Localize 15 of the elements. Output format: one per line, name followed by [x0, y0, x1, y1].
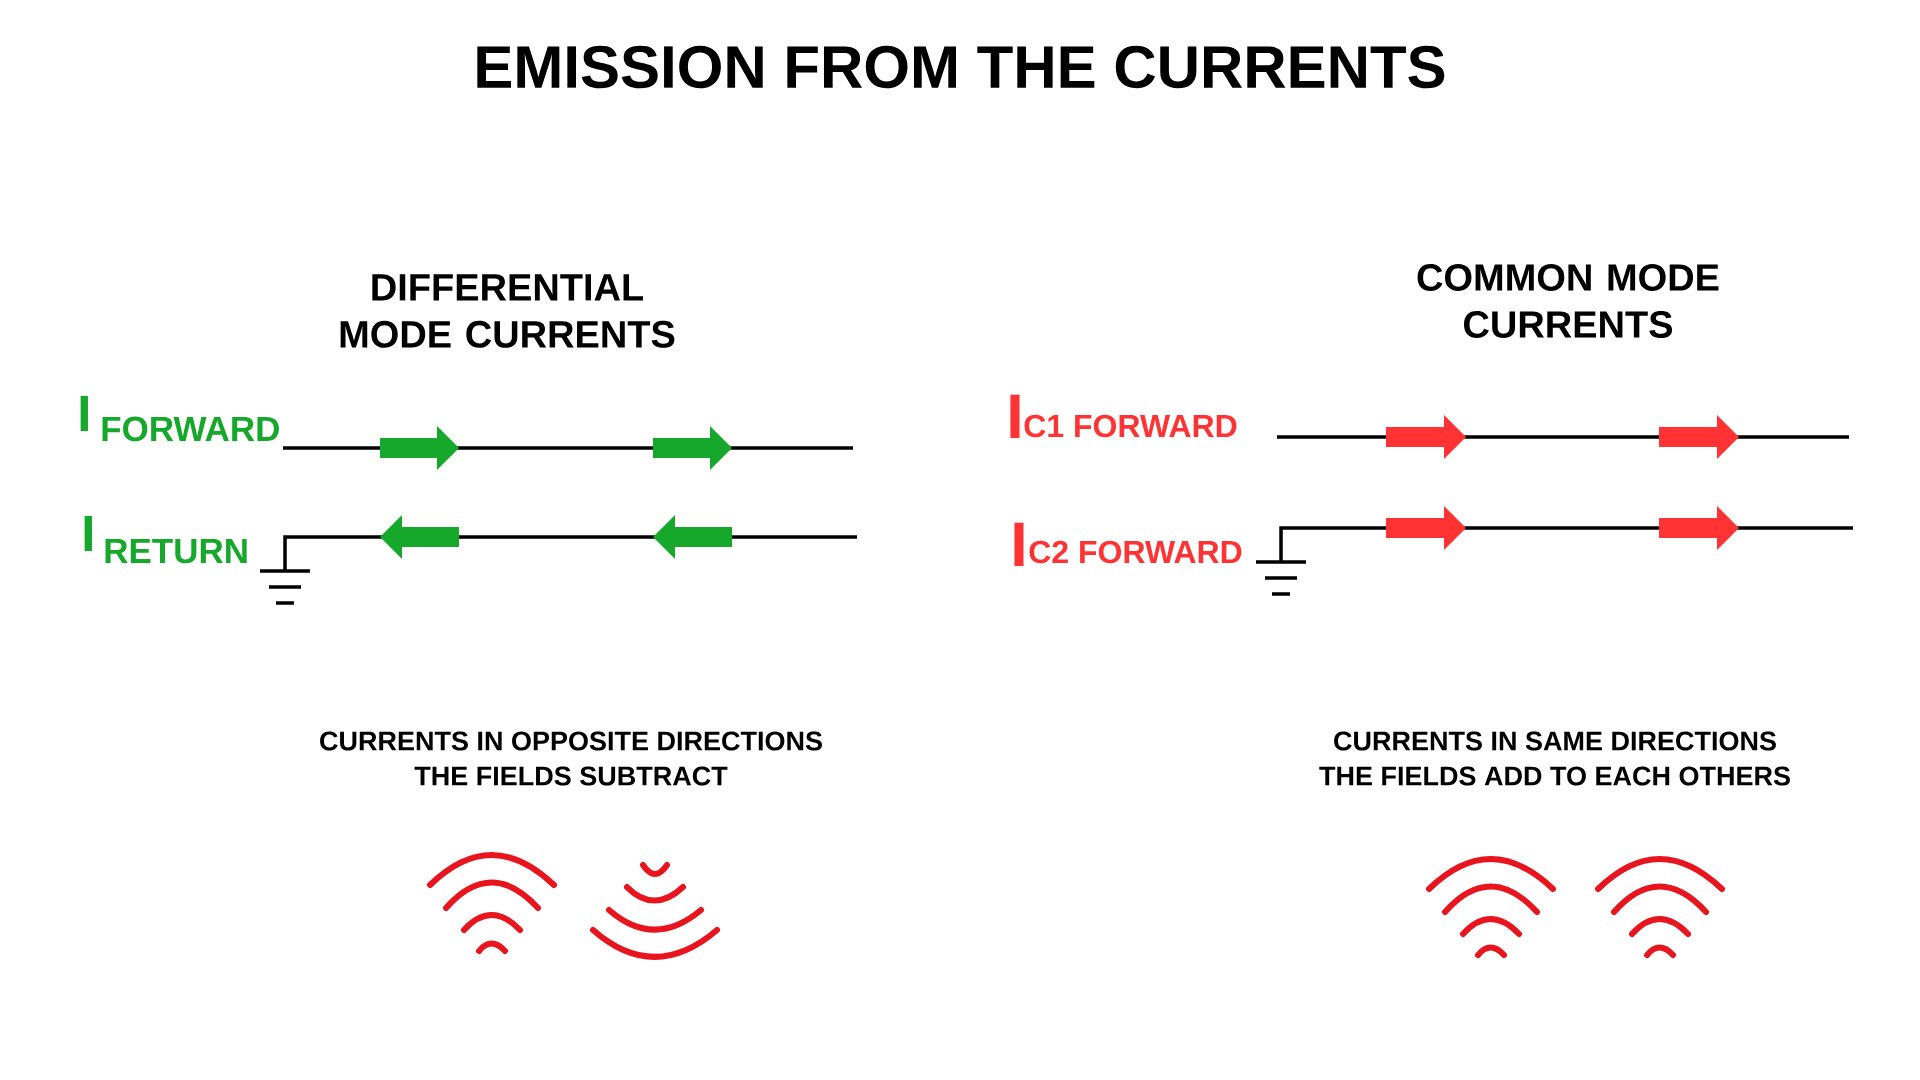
current-symbol: I: [80, 395, 88, 431]
current-label: RETURN: [105, 538, 247, 564]
current-symbol: I: [84, 515, 92, 551]
current-symbol: I: [1014, 522, 1024, 566]
section-heading: COMMON MODE CURRENTS: [1417, 264, 1719, 338]
current-symbol: I: [1010, 394, 1020, 438]
current-label: C2 FORWARD: [1029, 540, 1242, 564]
caption: CURRENTS IN OPPOSITE DIRECTIONS: [320, 731, 822, 751]
title: EMISSION FROM THE CURRENTS: [477, 45, 1445, 89]
current-label: FORWARD: [102, 416, 279, 442]
current-label: C1 FORWARD: [1024, 414, 1237, 438]
section-heading: DIFFERENTIAL MODE CURRENTS: [340, 274, 675, 348]
caption: THE FIELDS SUBTRACT: [414, 766, 728, 786]
caption: THE FIELDS ADD TO EACH OTHERS: [1319, 766, 1790, 786]
caption: CURRENTS IN SAME DIRECTIONS: [1334, 731, 1776, 751]
